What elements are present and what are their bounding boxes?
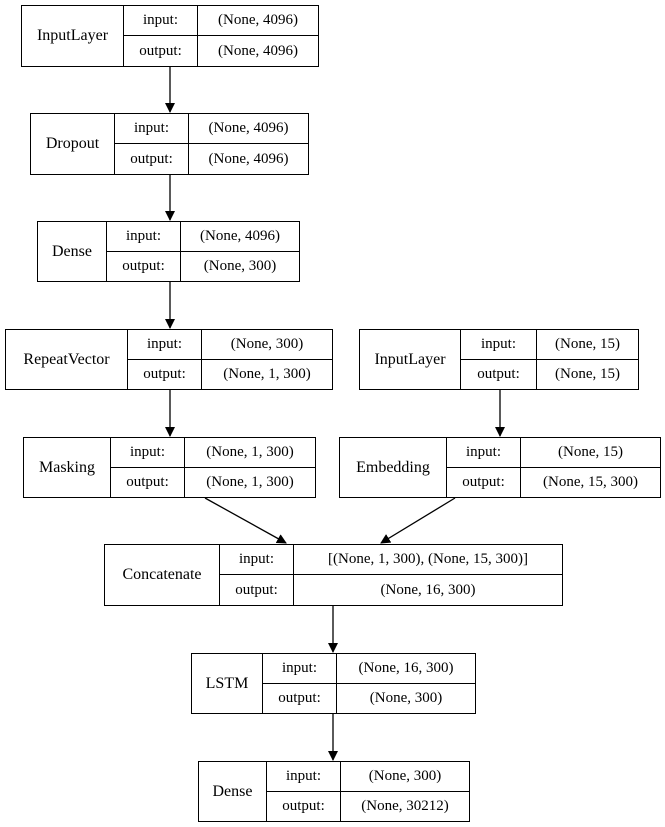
input-label: input: bbox=[124, 6, 198, 36]
layer-name: Dense bbox=[38, 222, 107, 281]
output-shape: (None, 300) bbox=[203, 257, 277, 274]
node-inputlayer-2: InputLayer input: (None, 15) output: (No… bbox=[359, 329, 639, 390]
node-embedding: Embedding input: (None, 15) output: (Non… bbox=[339, 437, 661, 498]
input-shape: (None, 300) bbox=[202, 330, 332, 360]
output-label: output: bbox=[461, 359, 537, 389]
node-lstm: LSTM input: (None, 16, 300) output: (Non… bbox=[191, 653, 476, 714]
input-shape: (None, 15) bbox=[537, 330, 638, 360]
node-dense: Dense input: (None, 4096) output: (None,… bbox=[37, 221, 300, 282]
input-label: input: bbox=[267, 762, 341, 792]
layer-name: LSTM bbox=[192, 654, 263, 713]
layer-name: Dropout bbox=[31, 114, 115, 174]
output-label: output: bbox=[447, 467, 521, 497]
output-shape: (None, 15) bbox=[555, 365, 620, 382]
input-shape: (None, 16, 300) bbox=[337, 654, 475, 684]
layer-name: Concatenate bbox=[105, 545, 220, 605]
input-label: input: bbox=[111, 438, 185, 468]
input-shape: (None, 4096) bbox=[189, 114, 308, 144]
input-shape: (None, 4096) bbox=[198, 6, 318, 36]
output-shape: (None, 4096) bbox=[218, 42, 298, 59]
output-label: output: bbox=[267, 791, 341, 821]
output-label: output: bbox=[128, 359, 202, 389]
layer-name: InputLayer bbox=[22, 6, 124, 66]
input-shape: (None, 4096) bbox=[181, 222, 299, 252]
node-repeatvector: RepeatVector input: (None, 300) output: … bbox=[5, 329, 333, 390]
output-shape: (None, 15, 300) bbox=[543, 473, 638, 490]
input-shape: [(None, 1, 300), (None, 15, 300)] bbox=[294, 545, 562, 575]
output-label: output: bbox=[263, 683, 337, 713]
layer-name: Dense bbox=[199, 762, 267, 821]
node-masking: Masking input: (None, 1, 300) output: (N… bbox=[23, 437, 316, 498]
input-label: input: bbox=[447, 438, 521, 468]
node-concatenate: Concatenate input: [(None, 1, 300), (Non… bbox=[104, 544, 563, 606]
node-dense-output: Dense input: (None, 300) output: (None, … bbox=[198, 761, 470, 822]
layer-name: RepeatVector bbox=[6, 330, 128, 389]
output-label: output: bbox=[220, 575, 294, 605]
layer-name: InputLayer bbox=[360, 330, 461, 389]
input-shape: (None, 300) bbox=[341, 762, 469, 792]
input-label: input: bbox=[220, 545, 294, 575]
output-shape: (None, 1, 300) bbox=[206, 473, 294, 490]
output-shape: (None, 16, 300) bbox=[380, 581, 476, 598]
output-shape: (None, 300) bbox=[369, 689, 443, 706]
input-label: input: bbox=[128, 330, 202, 360]
edge-masking-to-concatenate bbox=[204, 497, 287, 544]
output-label: output: bbox=[111, 467, 185, 497]
input-label: input: bbox=[263, 654, 337, 684]
input-label: input: bbox=[461, 330, 537, 360]
output-label: output: bbox=[107, 251, 181, 281]
input-label: input: bbox=[107, 222, 181, 252]
node-dropout: Dropout input: (None, 4096) output: (Non… bbox=[30, 113, 309, 175]
edge-embedding-to-concatenate bbox=[380, 497, 456, 544]
output-label: output: bbox=[124, 36, 198, 66]
output-label: output: bbox=[115, 144, 189, 174]
output-shape: (None, 1, 300) bbox=[223, 365, 311, 382]
output-shape: (None, 4096) bbox=[208, 150, 289, 167]
input-shape: (None, 1, 300) bbox=[185, 438, 315, 468]
node-inputlayer: InputLayer input: (None, 4096) output: (… bbox=[21, 5, 319, 67]
input-label: input: bbox=[115, 114, 189, 144]
output-shape: (None, 30212) bbox=[361, 797, 449, 814]
layer-name: Masking bbox=[24, 438, 111, 497]
layer-name: Embedding bbox=[340, 438, 447, 497]
input-shape: (None, 15) bbox=[521, 438, 660, 468]
